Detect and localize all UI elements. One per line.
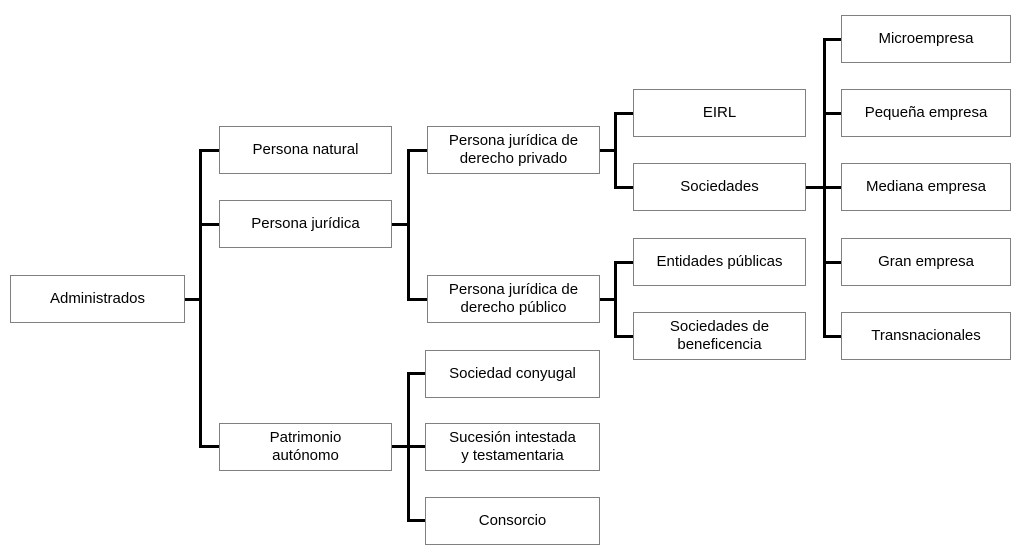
connector-trunk-level4-publico: [614, 261, 617, 338]
node-eirl: EIRL: [633, 89, 806, 137]
node-pj-derecho-privado: Persona jurídica de derecho privado: [427, 126, 600, 174]
connector-branch-derecho-publico: [407, 298, 428, 301]
connector-branch-persona-natural: [199, 149, 220, 152]
connector-administrados-stub: [185, 298, 202, 301]
connector-trunk-level4-privado: [614, 112, 617, 189]
connector-patrimonio-stub: [392, 445, 410, 448]
connector-branch-entidades: [614, 261, 635, 264]
node-sociedades-beneficencia: Sociedades de beneficencia: [633, 312, 806, 360]
connector-branch-consorcio: [407, 519, 426, 522]
node-pj-derecho-publico: Persona jurídica de derecho público: [427, 275, 600, 323]
node-persona-juridica: Persona jurídica: [219, 200, 392, 248]
node-consorcio: Consorcio: [425, 497, 600, 545]
connector-branch-beneficencia: [614, 335, 635, 338]
node-sociedad-conyugal: Sociedad conyugal: [425, 350, 600, 398]
connector-trunk-level2: [199, 149, 202, 448]
node-transnacionales: Transnacionales: [841, 312, 1011, 360]
connector-trunk-level3-juridica: [407, 149, 410, 301]
connector-branch-sociedades: [614, 186, 635, 189]
node-sociedades: Sociedades: [633, 163, 806, 211]
node-persona-natural: Persona natural: [219, 126, 392, 174]
node-patrimonio-autonomo: Patrimonio autónomo: [219, 423, 392, 471]
node-sucesion-intestada: Sucesión intestada y testamentaria: [425, 423, 600, 471]
connector-publico-stub: [600, 298, 617, 301]
connector-branch-sociedad-conyugal: [407, 372, 426, 375]
connector-branch-sucesion: [407, 445, 426, 448]
connector-privado-stub: [600, 149, 617, 152]
connector-branch-mediana: [823, 186, 843, 189]
node-pequena-empresa: Pequeña empresa: [841, 89, 1011, 137]
node-entidades-publicas: Entidades públicas: [633, 238, 806, 286]
node-mediana-empresa: Mediana empresa: [841, 163, 1011, 211]
connector-persona-juridica-stub: [392, 223, 410, 226]
node-administrados: Administrados: [10, 275, 185, 323]
connector-branch-eirl: [614, 112, 635, 115]
connector-branch-patrimonio: [199, 445, 220, 448]
connector-branch-microempresa: [823, 38, 843, 41]
node-gran-empresa: Gran empresa: [841, 238, 1011, 286]
connector-branch-persona-juridica: [199, 223, 220, 226]
connector-branch-gran: [823, 261, 843, 264]
node-microempresa: Microempresa: [841, 15, 1011, 63]
connector-branch-derecho-privado: [407, 149, 428, 152]
connector-branch-pequena: [823, 112, 843, 115]
connector-branch-transnacionales: [823, 335, 843, 338]
